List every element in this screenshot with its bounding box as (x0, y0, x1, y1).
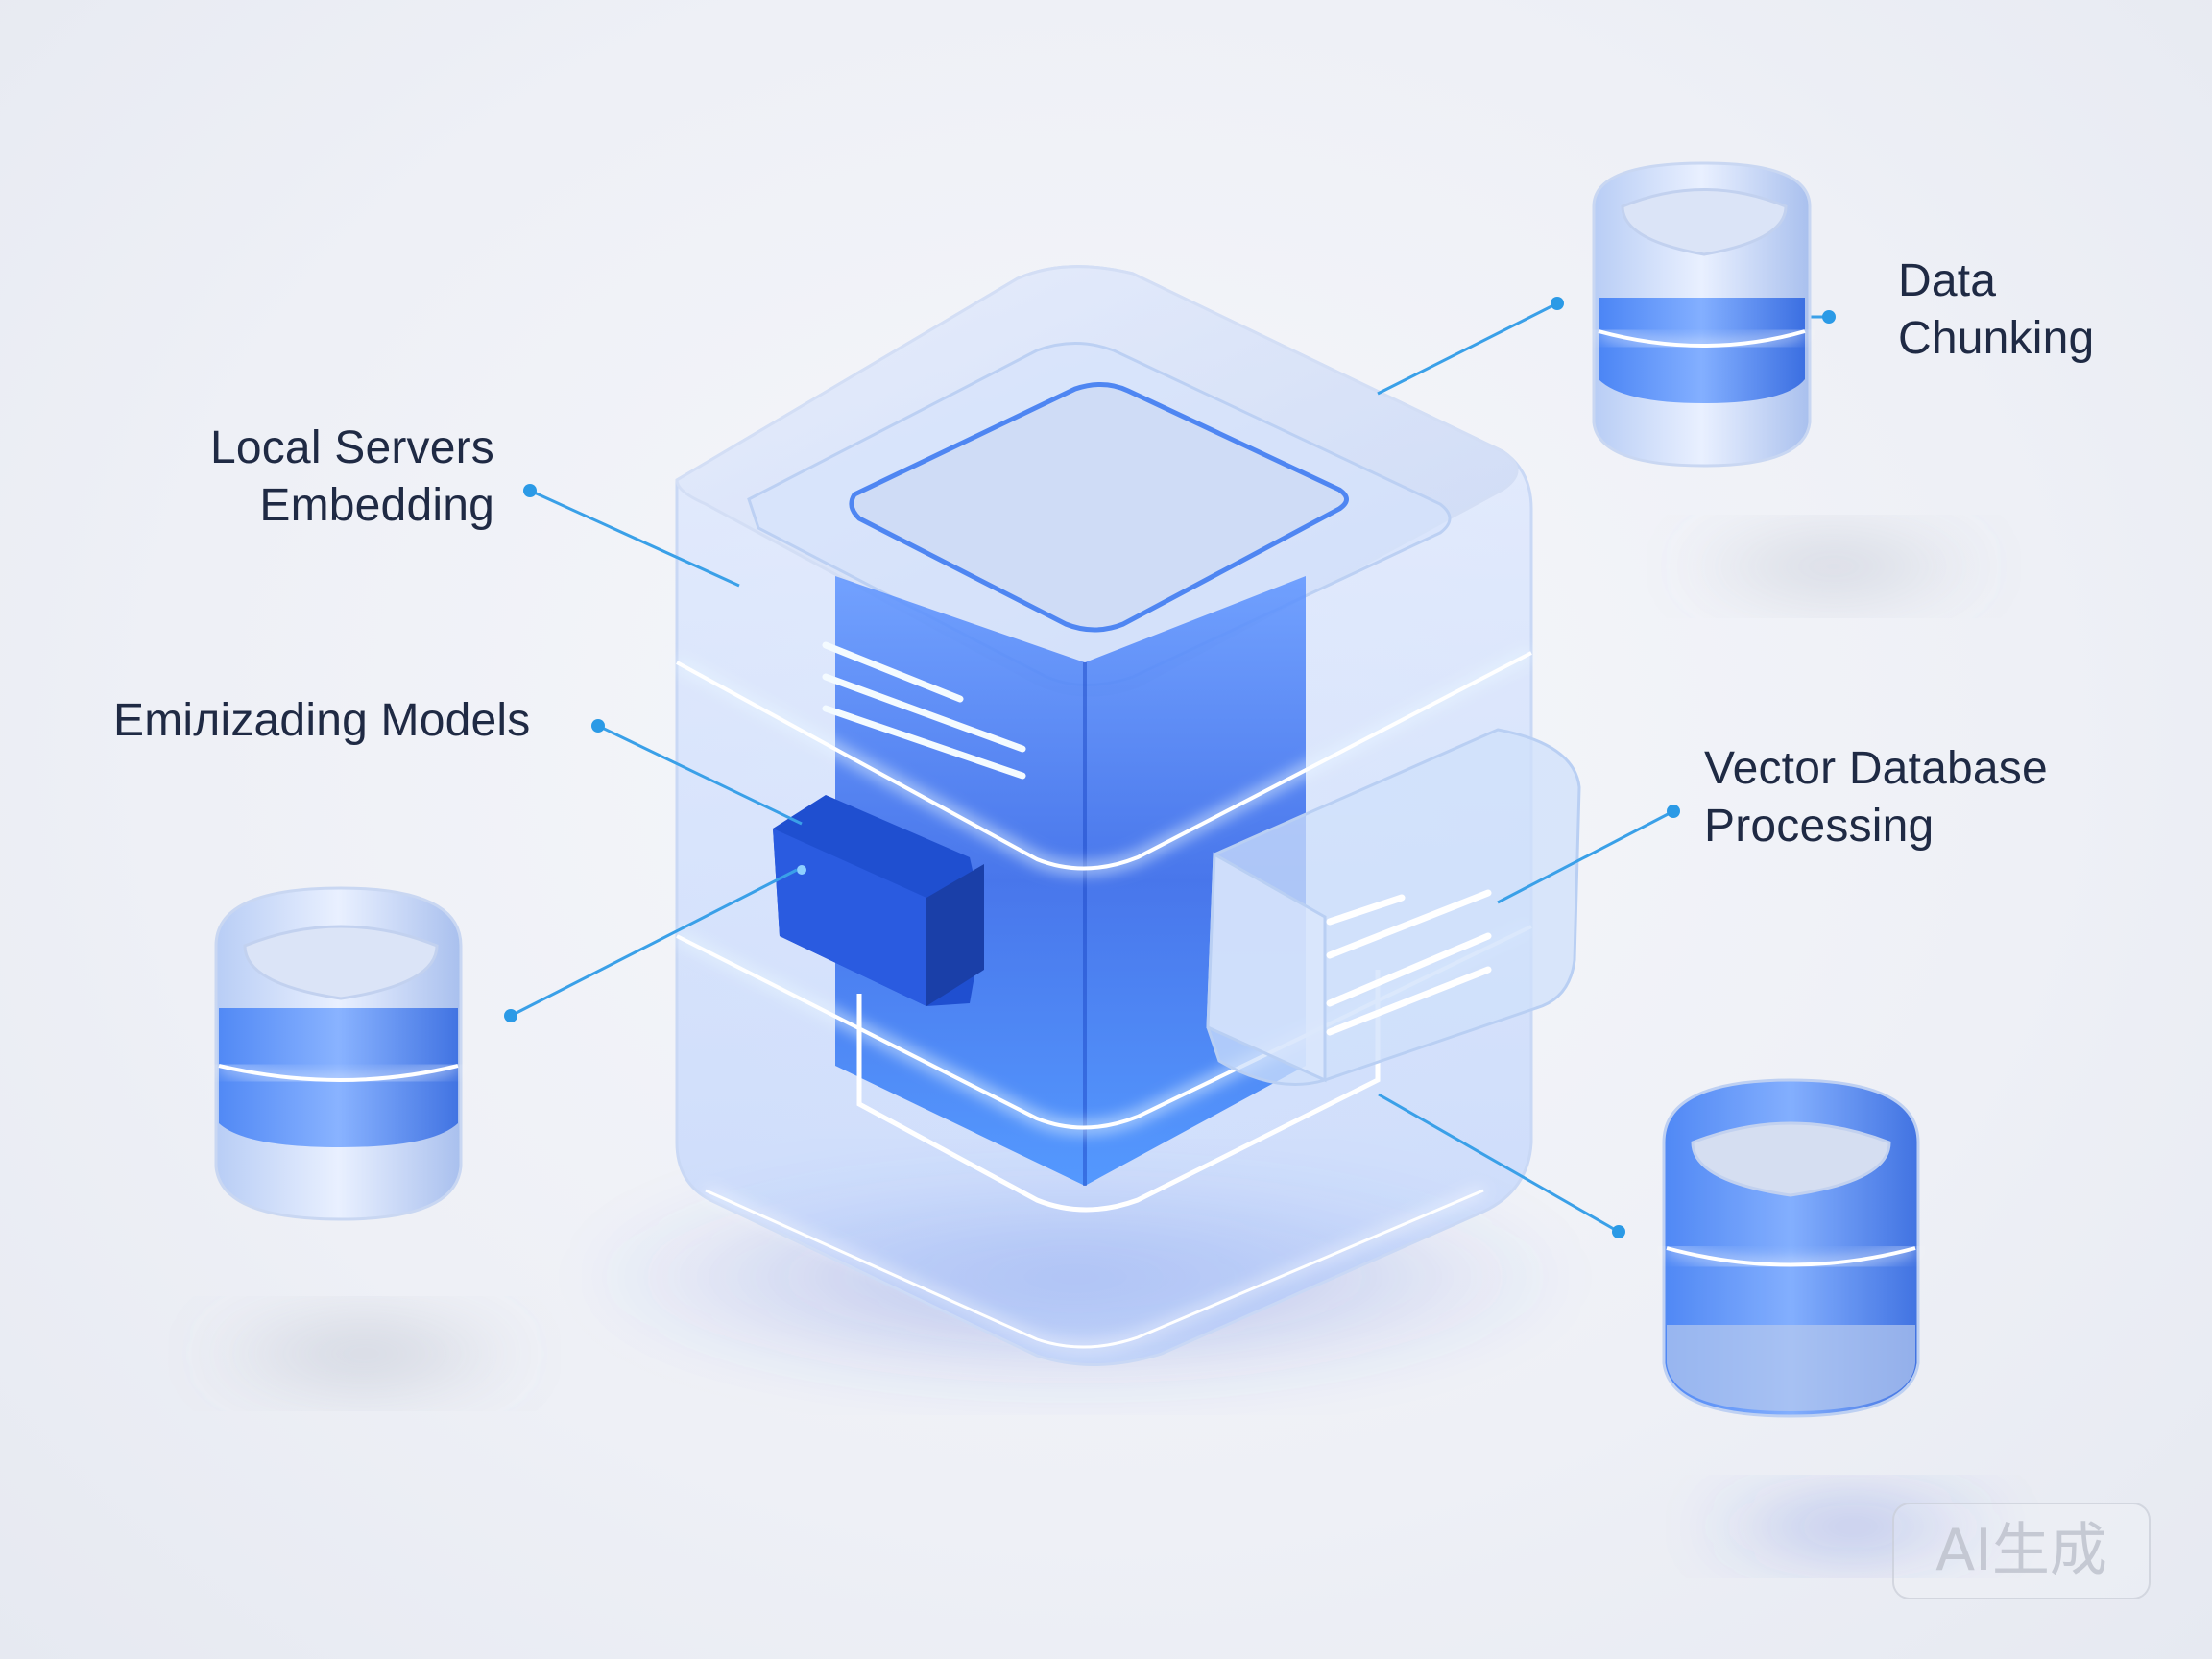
label-embedding-models: Emiлizading Models (113, 692, 613, 750)
database-cylinder-icon (1662, 1078, 1920, 1418)
data-lines-icon (1326, 889, 1492, 1036)
connectors (504, 297, 1836, 1238)
data-lines-icon (822, 641, 1026, 780)
label-line: Vector Database (1704, 743, 2048, 794)
label-line: Local Servers (209, 422, 494, 473)
database-cylinder-icon (1592, 161, 1812, 468)
label-vector-database-processing: Vector Database Processing (1704, 740, 2107, 855)
label-local-servers-embedding: Local Servers Embedding (106, 420, 494, 535)
label-line: Processing (1704, 801, 1935, 852)
cylinder-shadow-left (192, 1306, 538, 1402)
watermark-badge: AI生成 (1892, 1503, 2151, 1599)
embedding-module (773, 795, 984, 1006)
label-data-chunking: Data Chunking (1898, 252, 2186, 368)
vector-processing-module (1206, 728, 1581, 1086)
database-cylinder-icon (214, 886, 463, 1221)
label-line: Chunking (1898, 313, 2095, 364)
cylinder-shadow-bottom-right (1690, 1483, 2016, 1570)
label-line: Emiлizading Models (113, 695, 531, 746)
cylinder-shadow-top-right (1671, 523, 1997, 610)
label-line: Embedding (259, 480, 494, 531)
main-server-cube (675, 265, 1533, 1366)
label-line: Data (1898, 255, 1997, 306)
